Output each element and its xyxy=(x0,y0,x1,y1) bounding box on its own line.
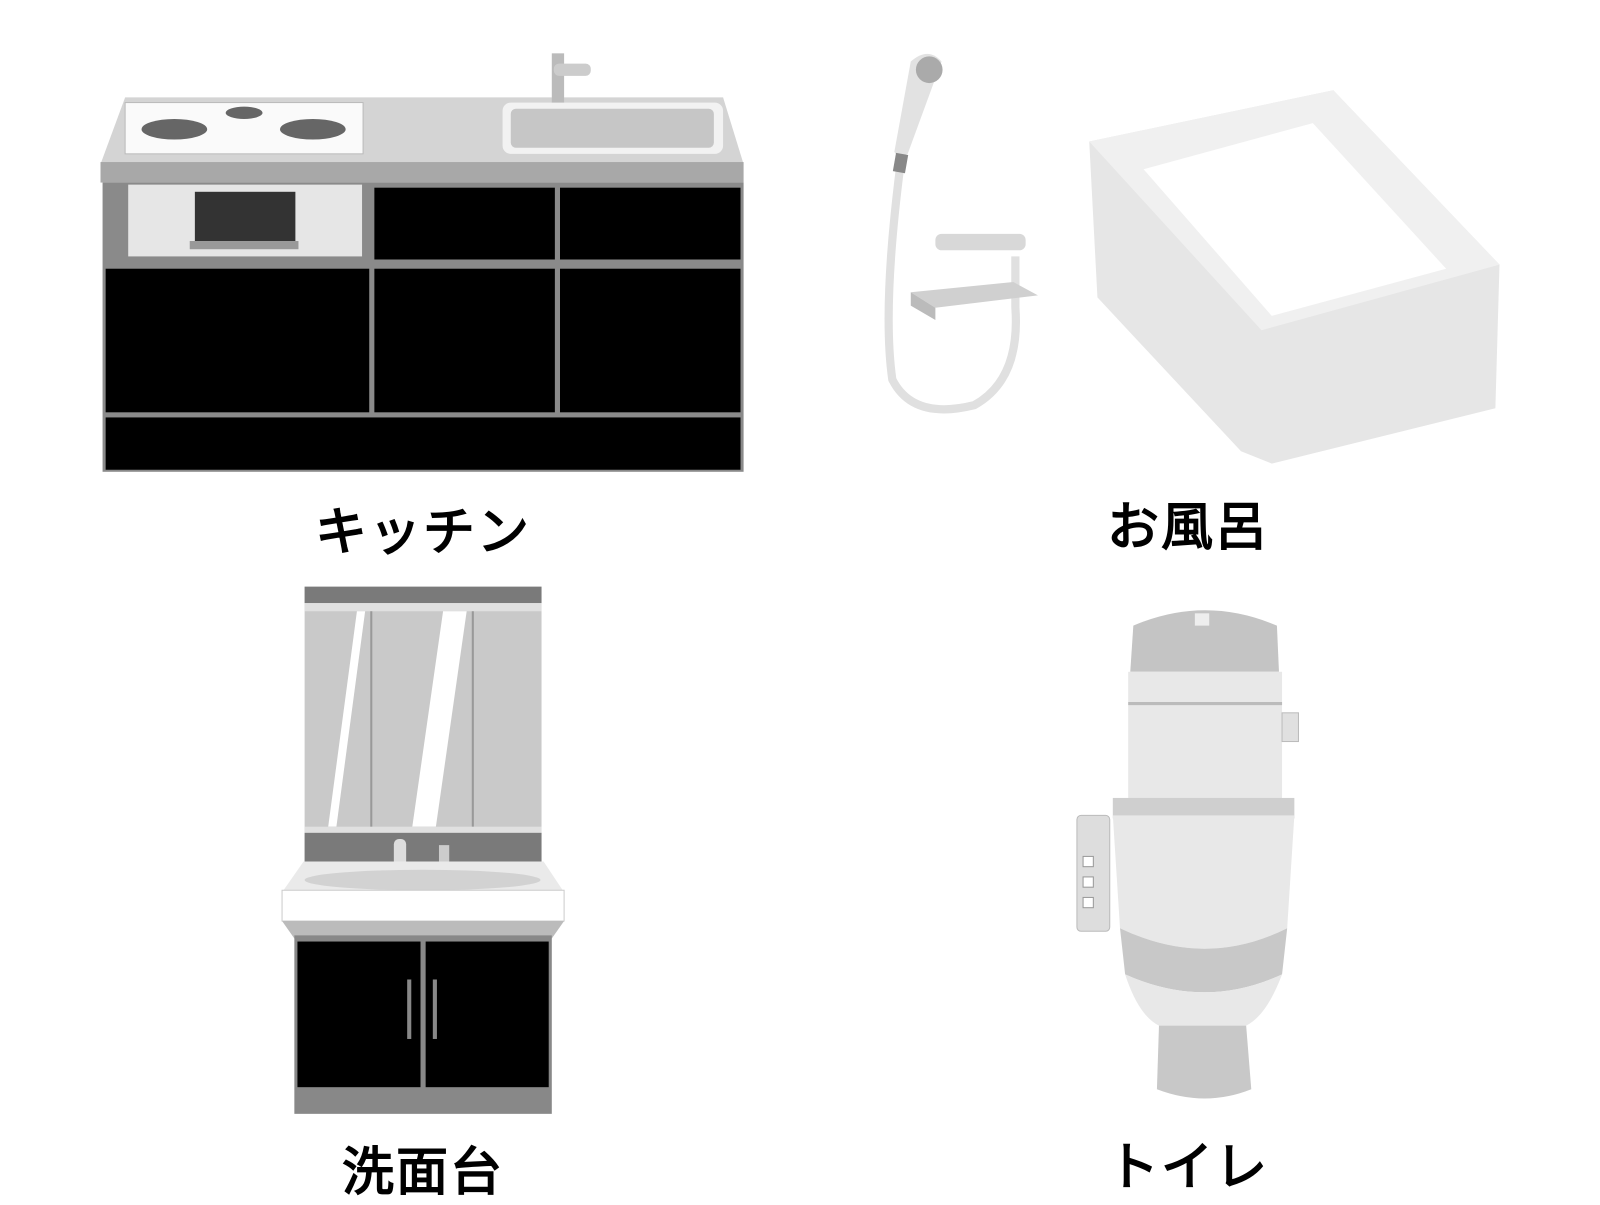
bath-illustration xyxy=(884,53,1500,464)
toilet-label: トイレ xyxy=(1106,1138,1270,1198)
washbasin-illustration xyxy=(281,586,565,1114)
kitchen-illustration xyxy=(100,53,744,472)
toilet-illustration xyxy=(1076,610,1299,1099)
washbasin-label: 洗面台 xyxy=(341,1143,505,1203)
bath-label: お風呂 xyxy=(1106,498,1270,558)
kitchen-label: キッチン xyxy=(314,503,532,563)
